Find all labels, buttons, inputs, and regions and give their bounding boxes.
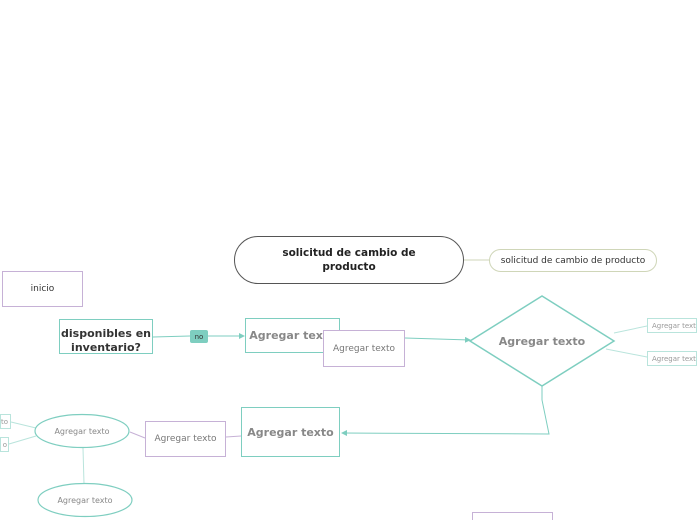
left-subtopic-2[interactable]: o [0, 437, 9, 452]
link-ellipse-to-ellipse [82, 447, 85, 485]
decision-diamond[interactable] [468, 295, 616, 387]
bottom-node[interactable] [472, 512, 553, 520]
link-agregar-to-decision [404, 336, 471, 343]
link-decision-to-right-1 [613, 325, 648, 334]
link-ellipse-to-left-1 [10, 421, 37, 429]
agregar-texto-purple-bottom[interactable]: Agregar texto [145, 421, 226, 457]
agregar-texto-node-bottom[interactable]: Agregar texto [241, 407, 340, 457]
right-subtopic-2[interactable]: Agregar texto [647, 351, 697, 366]
subtopic-pill[interactable]: solicitud de cambio de producto [489, 249, 657, 272]
left-subtopic-1[interactable]: to [0, 414, 11, 429]
link-disponibles-to-no [152, 335, 191, 338]
right-subtopic-1[interactable]: Agregar texto [647, 318, 697, 333]
link-purple-to-ellipse [129, 431, 146, 439]
ellipse-node-1[interactable] [34, 413, 130, 449]
edge-label-no[interactable]: no [190, 330, 208, 343]
disponibles-label: disponibles en inventario? [61, 327, 151, 354]
agregar-texto-purple-top[interactable]: Agregar texto [323, 330, 405, 367]
ellipse-1-label: Agregar texto [54, 427, 110, 436]
main-topic[interactable]: solicitud de cambio de producto [234, 236, 464, 284]
decision-label: Agregar texto [498, 334, 586, 348]
link-agregar-bottom-to-purple [225, 435, 242, 438]
link-ellipse-to-left-2 [8, 435, 37, 445]
ellipse-node-2[interactable] [37, 482, 133, 518]
disponibles-node[interactable]: disponibles en inventario? [59, 319, 153, 354]
link-decision-to-right-2 [605, 348, 648, 358]
link-decision-to-agregar-bottom [341, 386, 550, 437]
ellipse-2-label: Agregar texto [57, 496, 113, 505]
inicio-node[interactable]: inicio [2, 271, 83, 307]
